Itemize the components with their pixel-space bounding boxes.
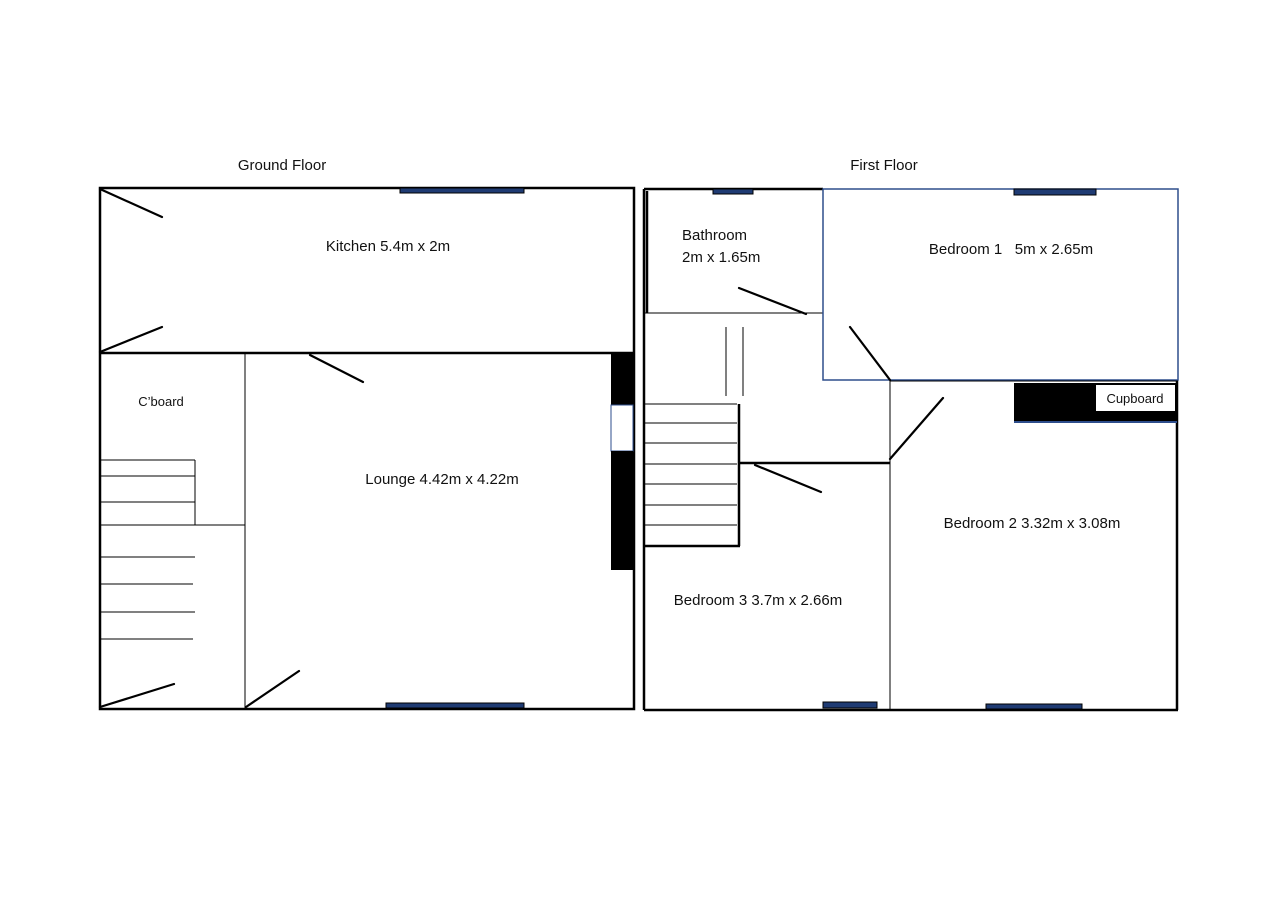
kitchen-label: Kitchen 5.4m x 2m <box>326 238 450 255</box>
bedroom2-label: Bedroom 2 3.32m x 3.08m <box>944 515 1121 532</box>
bedroom1-outline <box>822 188 1179 381</box>
ground-floor-plan: Ground Floor <box>98 157 636 711</box>
bedroom3-door <box>753 463 823 494</box>
bedroom1-label: Bedroom 1 5m x 2.65m <box>929 241 1093 258</box>
cupboard-label-box <box>1096 385 1175 411</box>
cupboard-edge <box>1014 421 1177 423</box>
bedroom2-door <box>888 396 945 461</box>
hall-lounge-door <box>244 669 301 709</box>
bedroom2-window <box>985 703 1083 710</box>
ground-floor-title: Ground Floor <box>238 157 326 174</box>
first-floor-title: First Floor <box>850 157 918 174</box>
chimney-breast-bottom <box>611 451 633 570</box>
lounge-label: Lounge 4.42m x 4.22m <box>365 471 518 488</box>
bathroom-door <box>737 286 808 316</box>
ground-floor-stairs <box>100 459 245 640</box>
bedroom1-door <box>848 325 892 382</box>
first-floor-stairs <box>645 327 744 548</box>
bathroom-window <box>712 188 754 195</box>
front-door <box>98 682 176 709</box>
bedroom3-label: Bedroom 3 3.7m x 2.66m <box>674 592 842 609</box>
lounge-door <box>308 353 365 384</box>
first-floor-plan: First Floor Cupboard <box>642 157 1179 712</box>
ground-floor-outer-wall <box>98 186 636 711</box>
bedroom1-window <box>1013 188 1097 196</box>
kitchen-hall-door <box>98 325 164 354</box>
cupboard-label: C’board <box>138 394 184 409</box>
cupboard-label-first: Cupboard <box>1106 391 1163 406</box>
bathroom-label: Bathroom <box>682 227 747 244</box>
kitchen-back-door <box>98 187 164 219</box>
bedroom3-window <box>822 701 878 709</box>
kitchen-window <box>399 187 525 194</box>
bathroom-size-label: 2m x 1.65m <box>682 249 760 266</box>
fireplace-opening <box>610 404 634 452</box>
chimney-breast-top <box>611 354 633 405</box>
lounge-window <box>385 702 525 709</box>
